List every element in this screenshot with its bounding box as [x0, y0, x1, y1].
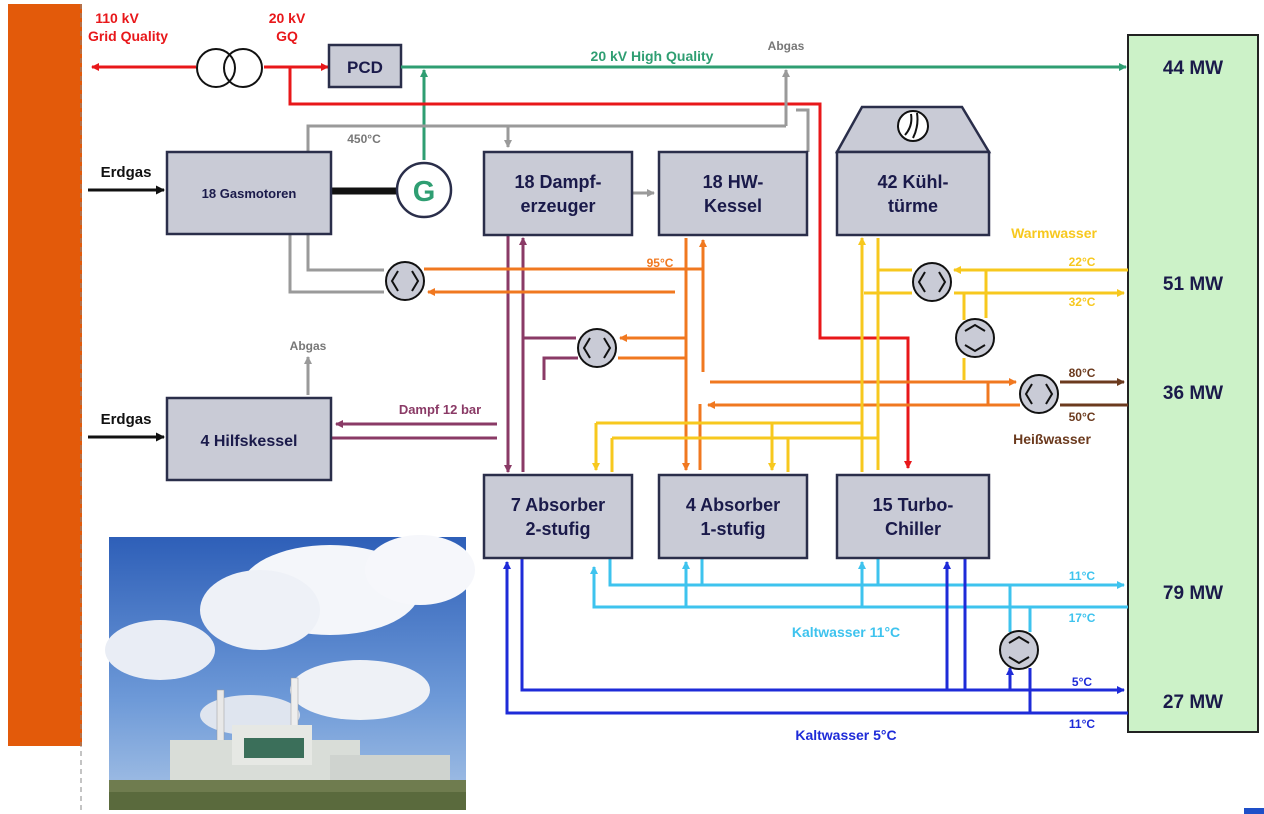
svg-text:18 HW-: 18 HW- [703, 172, 764, 192]
mw-cold5: 27 MW [1163, 692, 1223, 713]
plant-photo [105, 535, 475, 810]
temp-50-label: 50°C [1069, 410, 1096, 424]
temp-17-label: 17°C [1069, 611, 1096, 625]
gray-hw-riser [796, 110, 808, 152]
transformer-icon [197, 49, 262, 87]
box-hilfskessel: 4 Hilfskessel [167, 398, 331, 480]
fan-icon [898, 111, 928, 141]
mw-cold11: 79 MW [1163, 583, 1223, 604]
heat-exchanger-icon [1020, 375, 1058, 413]
svg-text:erzeuger: erzeuger [520, 196, 595, 216]
temp-22-label: 22°C [1069, 255, 1096, 269]
temp-11b-label: 11°C [1069, 717, 1095, 731]
svg-text:18 Gasmotoren: 18 Gasmotoren [202, 186, 297, 201]
temp-11a-label: 11°C [1069, 569, 1095, 583]
label-grid-quality: Grid Quality [88, 28, 168, 44]
hq-label: 20 kV High Quality [591, 48, 714, 64]
svg-text:Chiller: Chiller [885, 519, 941, 539]
svg-text:18 Dampf-: 18 Dampf- [514, 172, 601, 192]
steam-from-hx [544, 358, 578, 380]
svg-text:7 Absorber: 7 Absorber [511, 495, 605, 515]
heat-exchanger-icon [913, 263, 951, 301]
box-gasmotoren: 18 Gasmotoren [167, 152, 331, 234]
mw-hotwater: 36 MW [1163, 383, 1223, 404]
mw-electric: 44 MW [1163, 58, 1223, 79]
generator-icon: G [397, 163, 451, 217]
svg-text:42 Kühl-: 42 Kühl- [877, 172, 948, 192]
heat-exchanger-icon [386, 262, 424, 300]
pcd-label: PCD [347, 58, 383, 77]
box-hw-kessel: 18 HW- Kessel [659, 152, 807, 235]
abgas-hilfs-label: Abgas [290, 339, 327, 353]
kaltwasser-11-label: Kaltwasser 11°C [792, 624, 900, 640]
svg-text:2-stufig: 2-stufig [526, 519, 591, 539]
erdgas-1-label: Erdgas [101, 164, 152, 181]
gray-motor-cooling-1 [308, 233, 384, 270]
temp-95-label: 95°C [647, 256, 674, 270]
temp-80-label: 80°C [1069, 366, 1096, 380]
box-absorber-2stufig: 7 Absorber 2-stufig [484, 475, 632, 558]
label-110kv: 110 kV [95, 10, 139, 26]
svg-text:15 Turbo-: 15 Turbo- [873, 495, 954, 515]
mw-warmwater: 51 MW [1163, 274, 1223, 295]
label-gq: GQ [276, 28, 298, 44]
heat-exchanger-icon [1000, 631, 1038, 669]
dampf12-label: Dampf 12 bar [399, 402, 481, 417]
gray-motor-cooling-2 [290, 233, 384, 292]
box-absorber-1stufig: 4 Absorber 1-stufig [659, 475, 807, 558]
svg-text:4 Absorber: 4 Absorber [686, 495, 780, 515]
svg-text:türme: türme [888, 196, 938, 216]
erdgas-2-label: Erdgas [101, 411, 152, 428]
label-20kv: 20 kV [269, 10, 306, 26]
kaltwasser-5-label: Kaltwasser 5°C [795, 727, 896, 743]
svg-text:Kessel: Kessel [704, 196, 762, 216]
abgas-top-label: Abgas [768, 39, 805, 53]
warmwasser-label: Warmwasser [1011, 225, 1097, 241]
temp-5-label: 5°C [1072, 675, 1092, 689]
box-turbo-chiller: 15 Turbo- Chiller [837, 475, 989, 558]
svg-text:1-stufig: 1-stufig [701, 519, 766, 539]
left-accent-bar [8, 4, 82, 746]
heat-exchanger-icon [578, 329, 616, 367]
svg-text:4 Hilfskessel: 4 Hilfskessel [201, 433, 298, 450]
heat-exchanger-icon [956, 319, 994, 357]
corner-mark [1244, 808, 1264, 814]
temp-32-label: 32°C [1069, 295, 1096, 309]
temp-450-label: 450°C [347, 132, 381, 146]
heisswasser-label: Heißwasser [1013, 431, 1091, 447]
box-dampferzeuger: 18 Dampf- erzeuger [484, 152, 632, 235]
svg-text:G: G [413, 176, 436, 208]
